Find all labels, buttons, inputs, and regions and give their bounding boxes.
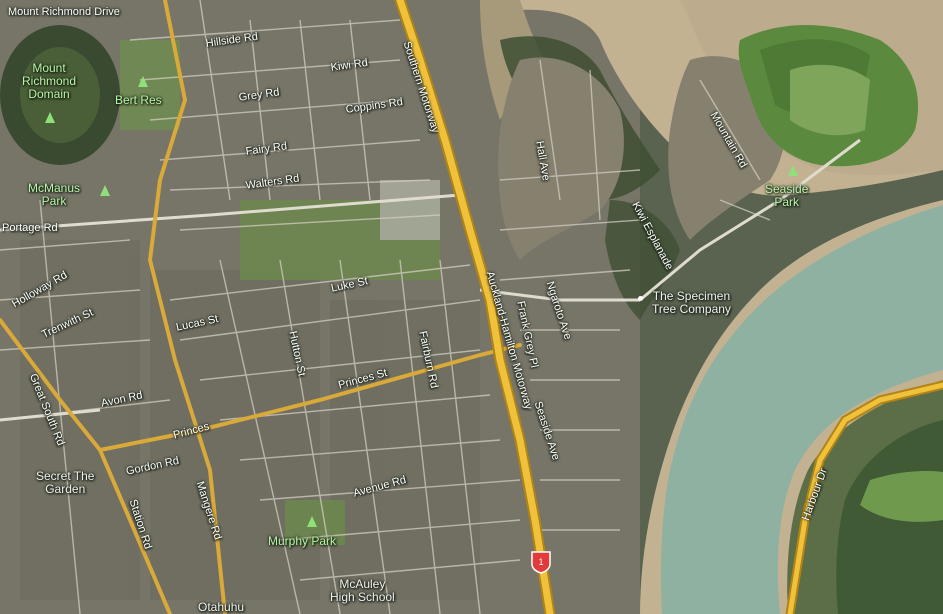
park-tree-icon [307, 516, 317, 527]
place-label-seaside-park: Seaside Park [765, 182, 809, 209]
road-label-portage: Portage Rd [2, 222, 58, 234]
road-label-mount-richmond-drive: Mount Richmond Drive [8, 6, 120, 18]
highway-shield-number: 1 [538, 557, 543, 567]
place-label-mount-richmond: Mount Richmond Domain [22, 61, 77, 101]
park-tree-icon [100, 185, 110, 196]
park-tree-icon [138, 76, 148, 87]
place-label-specimen-tree: The Specimen Tree Company [652, 289, 731, 316]
place-label-bert-res: Bert Res [115, 93, 162, 107]
highway-shield-icon: 1 [531, 551, 551, 574]
park-tree-icon [45, 112, 55, 123]
place-label-mcmanus-park: McManus Park [28, 181, 81, 208]
poi-dot-icon [638, 296, 643, 301]
place-label-secret-garden: Secret The Garden [36, 469, 95, 496]
place-label-murphy-park: Murphy Park [268, 534, 337, 548]
park-tree-icon [788, 165, 798, 176]
place-label-mcauley: McAuley High School [330, 577, 395, 604]
place-label-otahuhu: Otahuhu [198, 600, 245, 614]
